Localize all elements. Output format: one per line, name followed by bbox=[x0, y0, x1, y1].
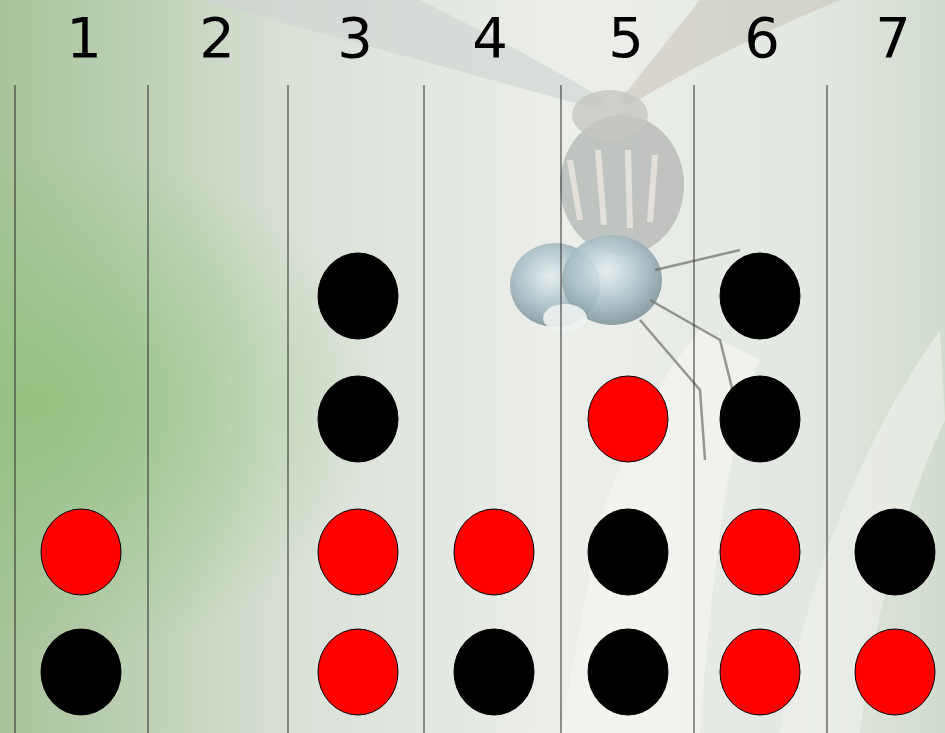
column-number: 7 bbox=[875, 6, 911, 70]
red-disc bbox=[720, 629, 800, 715]
column-divider bbox=[288, 85, 289, 733]
column-number: 6 bbox=[744, 6, 780, 70]
black-disc bbox=[588, 509, 668, 595]
red-disc bbox=[318, 509, 398, 595]
dragonfly-face bbox=[543, 304, 587, 332]
column-number: 1 bbox=[66, 6, 102, 70]
black-disc bbox=[855, 509, 935, 595]
column-divider bbox=[561, 85, 562, 733]
black-disc bbox=[720, 376, 800, 462]
column-divider bbox=[827, 85, 828, 733]
discs bbox=[41, 253, 935, 715]
column-labels: 1 2 3 4 5 6 7 bbox=[0, 0, 945, 90]
dragonfly-wing bbox=[620, 0, 840, 105]
column-number: 5 bbox=[608, 6, 644, 70]
red-disc bbox=[588, 376, 668, 462]
column-divider bbox=[15, 85, 16, 733]
red-disc bbox=[720, 509, 800, 595]
red-disc bbox=[41, 509, 121, 595]
red-disc bbox=[454, 509, 534, 595]
black-disc bbox=[588, 629, 668, 715]
dragonfly-wing bbox=[200, 0, 605, 110]
column-dividers bbox=[15, 85, 827, 733]
black-disc bbox=[41, 629, 121, 715]
black-disc bbox=[720, 253, 800, 339]
column-number: 2 bbox=[199, 6, 235, 70]
black-disc bbox=[318, 253, 398, 339]
dragonfly-stripes bbox=[570, 150, 655, 228]
red-disc bbox=[318, 629, 398, 715]
black-disc bbox=[454, 629, 534, 715]
plant-leaf bbox=[780, 330, 945, 733]
column-number: 3 bbox=[337, 6, 373, 70]
black-disc bbox=[318, 376, 398, 462]
red-disc bbox=[855, 629, 935, 715]
dragonfly-head bbox=[572, 90, 648, 140]
column-divider bbox=[694, 85, 695, 733]
column-divider bbox=[424, 85, 425, 733]
column-divider bbox=[148, 85, 149, 733]
column-number: 4 bbox=[472, 6, 508, 70]
